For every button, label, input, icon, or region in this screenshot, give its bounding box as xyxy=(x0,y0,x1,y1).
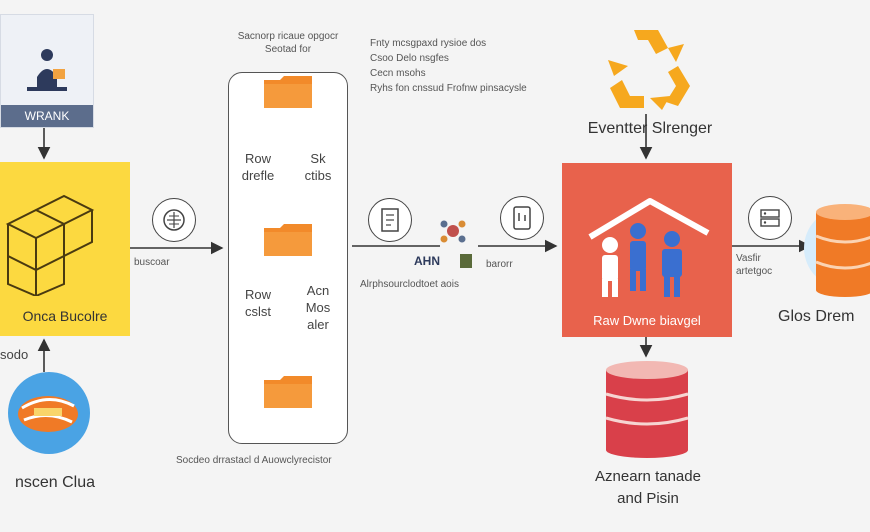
process-box[interactable]: Raw Dwne biavgel xyxy=(562,163,732,337)
folder-panel-footer: Socdeo drrastacl d Auowclyrecistor xyxy=(176,455,332,466)
family-house-icon xyxy=(588,198,710,297)
document-icon xyxy=(381,208,399,232)
mid-brand-block xyxy=(460,254,472,268)
document-circle[interactable] xyxy=(368,198,412,242)
server-icon xyxy=(760,209,780,227)
mid-brand-label: AHN xyxy=(414,254,440,268)
device-icon xyxy=(513,206,531,230)
folder-mid-right-label: Acn Mos aler xyxy=(305,283,331,332)
folder-panel-header: Sacnorp ricaue opgocr Seotad for xyxy=(237,31,339,55)
person-at-desk-icon xyxy=(27,49,67,91)
mid-below-label: Alrphsourclodtoet aois xyxy=(360,279,459,290)
orange-database-icon xyxy=(804,204,870,297)
globe-badge xyxy=(8,372,90,454)
red-database-icon xyxy=(605,361,689,458)
folder-icon-bottom[interactable] xyxy=(262,372,314,412)
right-arrow-label: Vasfir artetgoc xyxy=(736,253,773,277)
grid-globe-icon xyxy=(163,209,185,231)
note-item: Csoo Delo nsgfes xyxy=(370,53,449,64)
cubes-icon xyxy=(5,194,95,296)
note-item: Cecn msohs xyxy=(370,68,426,79)
hub-box[interactable]: Onca Bucolre xyxy=(0,162,130,336)
source-tile: WRANK xyxy=(0,14,94,128)
note-item: Ryhs fon cnssud Frofnw pinsacysle xyxy=(370,83,527,94)
recycle-icon xyxy=(608,30,690,110)
folder-icon-middle[interactable] xyxy=(262,220,314,260)
source-caption: WRANK xyxy=(1,105,93,127)
gios-label: Glos Drem xyxy=(778,308,855,325)
hub-below-label: sodo xyxy=(0,347,29,362)
folder-icon-top[interactable] xyxy=(262,72,314,112)
api-circle[interactable] xyxy=(152,198,196,242)
folder-top-right-label: Sk ctibs xyxy=(304,151,332,183)
hub-arrow-label: buscoar xyxy=(134,257,170,268)
bottom-db-label: Aznearn tanade and Pisin xyxy=(595,468,701,507)
note-item: Fnty mcsgpaxd rysioe dos xyxy=(370,38,487,49)
notes-list: Fnty mcsgpaxd rysioe dos Csoo Delo nsgfe… xyxy=(370,36,610,96)
device-circle[interactable] xyxy=(500,196,544,240)
globe-illustration-icon xyxy=(18,396,78,432)
globe-label: nscen Clua xyxy=(14,474,96,491)
hub-label: Onca Bucolre xyxy=(22,308,108,324)
folder-mid-left-label: Row cslst xyxy=(244,287,271,319)
server-circle[interactable] xyxy=(748,196,792,240)
mid-after-label: barorr xyxy=(486,259,513,270)
network-nodes-icon xyxy=(440,220,466,243)
folder-top-left-label: Row drefle xyxy=(241,151,275,183)
process-label: Raw Dwne biavgel xyxy=(593,313,701,328)
event-label: Eventter Slrenger xyxy=(587,120,713,137)
